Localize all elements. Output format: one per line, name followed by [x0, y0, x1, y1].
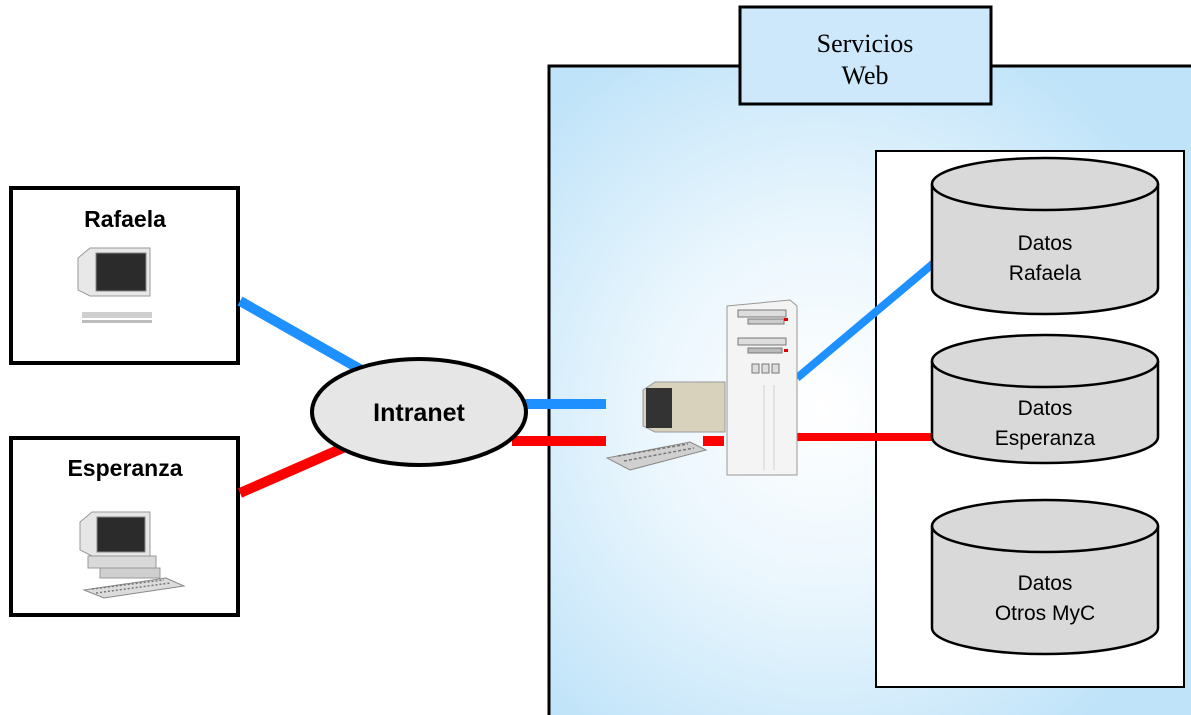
database-cylinder-otros: Datos Otros MyC — [930, 498, 1160, 656]
db-rafaela-line2: Rafaela — [1009, 262, 1082, 285]
monitor-icon — [77, 247, 152, 323]
web-services-title-line2: Web — [842, 61, 889, 90]
client-label-rafaela: Rafaela — [84, 206, 166, 232]
db-esperanza-line2: Esperanza — [995, 427, 1096, 450]
client-label-esperanza: Esperanza — [67, 455, 182, 481]
desktop-computer-icon — [79, 511, 186, 599]
database-cylinder-esperanza: Datos Esperanza — [930, 333, 1160, 465]
web-services-title-box — [738, 5, 993, 106]
computer-with-keyboard-icon — [605, 381, 726, 471]
db-otros-line1: Datos — [1018, 572, 1073, 595]
intranet-label: Intranet — [373, 399, 465, 427]
db-esperanza-line1: Datos — [1018, 397, 1073, 420]
web-services-title-line1: Servicios — [817, 29, 914, 58]
db-otros-line2: Otros MyC — [995, 602, 1095, 625]
db-rafaela-line1: Datos — [1018, 232, 1073, 255]
intranet-node — [310, 357, 528, 467]
server-tower-icon — [726, 299, 798, 476]
link-server-db-rafaela — [794, 258, 938, 382]
link-esperanza-intranet — [237, 442, 348, 498]
link-rafaela-intranet — [237, 296, 368, 377]
database-cylinder-rafaela: Datos Rafaela — [930, 156, 1160, 316]
